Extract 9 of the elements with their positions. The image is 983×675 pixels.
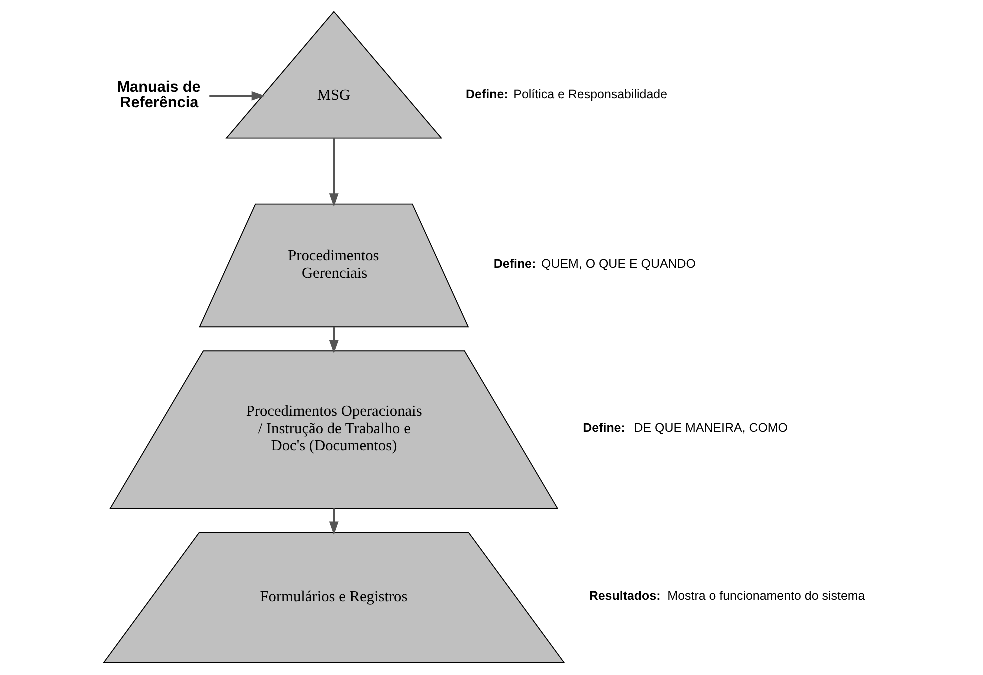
- node-text: Manuais de Referência: [117, 79, 201, 112]
- node-label: Define: DE QUE MANEIRA, COMO: [583, 421, 788, 436]
- arrow: [329, 508, 339, 536]
- node-label: Resultados: Mostra o funcionamento do sistema: [589, 589, 866, 604]
- arrow: [329, 138, 339, 208]
- arrow: [329, 328, 339, 354]
- node-label: Define: QUEM, O QUE E QUANDO: [494, 257, 696, 272]
- node-label: Define: Política e Responsabilidade: [466, 87, 668, 102]
- arrow: [210, 91, 266, 101]
